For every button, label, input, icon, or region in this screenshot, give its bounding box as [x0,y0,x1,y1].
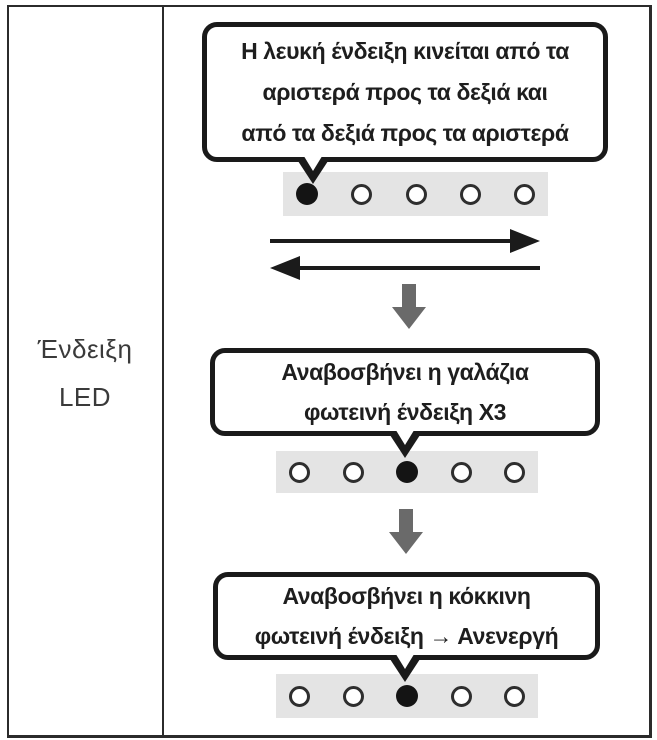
led-dot-on [296,183,318,205]
arrow-head [270,256,300,280]
led-dot-off [504,461,525,483]
bubble-text-line: αριστερά προς τα δεξιά και [262,78,548,105]
bubble-text-line: φωτεινή ένδειξη X3 [303,399,507,425]
led-dot-on [396,685,418,707]
led-dot-off [342,685,364,707]
led-dot-off [514,183,535,205]
led-dot-off [450,461,472,483]
led-dot-off [289,685,310,707]
led-strip-step2 [276,451,538,493]
down-arrow-stem [402,284,416,307]
arrow-line [296,266,540,270]
bubble-text-line: από τα δεξιά προς τα αριστερά [241,119,569,146]
bubble-tail-fill [394,651,416,669]
led-dot-off [405,183,427,205]
bubble-text-line: φωτεινή ένδειξη → Ανενεργή [254,623,559,649]
row-label-line2: LED [58,382,112,412]
bubble-tail-fill [394,427,416,445]
down-arrow-stem [399,509,413,532]
down-arrow-icon [389,509,423,554]
led-dot-on [396,461,418,483]
led-dot-off [289,461,310,483]
arrow-line [270,239,514,243]
led-dot-off [450,685,472,707]
speech-bubble-step3: Αναβοσβήνει η κόκκινη φωτεινή ένδειξη → … [213,572,600,660]
speech-bubble-step1: Η λευκή ένδειξη κινείται από τα αριστερά… [202,22,608,162]
arrow-left-icon [270,256,540,280]
led-dot-off [459,183,481,205]
bubble-text-line: Αναβοσβήνει η γαλάζια [281,359,529,385]
arrow-right-icon [270,229,540,253]
down-arrow-icon [392,284,426,329]
row-label-line1: Ένδειξη [37,334,133,364]
speech-bubble-step2: Αναβοσβήνει η γαλάζια φωτεινή ένδειξη X3 [210,348,600,436]
arrow-head [510,229,540,253]
led-dot-off [342,461,364,483]
column-divider [162,5,164,738]
down-arrow-head [389,532,423,554]
led-dot-off [504,685,525,707]
down-arrow-head [392,307,426,329]
led-strip-step1 [283,172,548,216]
bubble-text-line: Η λευκή ένδειξη κινείται από τα [241,37,569,64]
led-dot-off [351,183,373,205]
row-label-led-indication: Ένδειξη LED [9,325,161,421]
bubble-text-line: Αναβοσβήνει η κόκκινη [282,583,531,609]
bubble-tail-fill [302,153,324,171]
